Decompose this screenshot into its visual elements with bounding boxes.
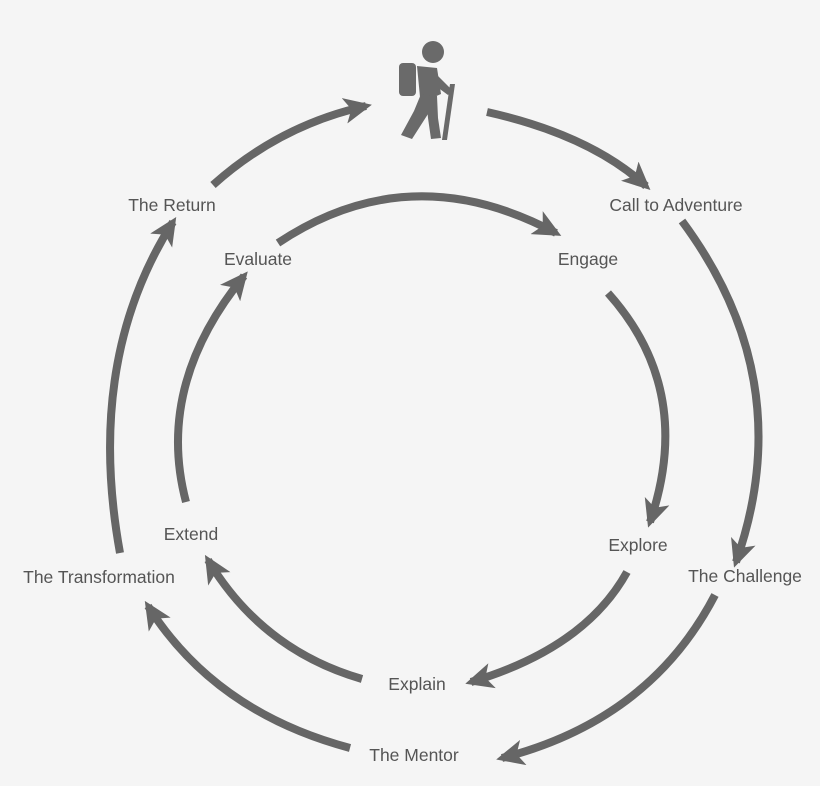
label-evaluate: Evaluate <box>224 249 292 269</box>
label-explore: Explore <box>608 535 667 555</box>
inner-cycle-labels: Engage Explore Explain Extend Evaluate <box>164 249 668 694</box>
hiker-icon <box>399 41 455 140</box>
outer-cycle-arrows <box>106 98 763 766</box>
arrow-evaluate-to-engage <box>275 192 562 247</box>
label-the-transformation: The Transformation <box>23 567 175 587</box>
arrow-explain-to-extend <box>204 554 364 683</box>
arrow-call-to-adventure-to-the-challenge <box>678 218 763 568</box>
arrow-extend-to-evaluate <box>174 271 248 504</box>
label-explain: Explain <box>388 674 445 694</box>
arrow-the-return-to-hiker <box>210 98 372 188</box>
label-call-to-adventure: Call to Adventure <box>609 195 742 215</box>
arrow-explore-to-explain <box>465 570 631 689</box>
arrow-the-challenge-to-the-mentor <box>496 593 719 766</box>
label-the-return: The Return <box>128 195 216 215</box>
arrow-the-transformation-to-the-return <box>106 216 177 554</box>
arrow-the-mentor-to-the-transformation <box>144 600 352 752</box>
arrow-hiker-to-call-to-adventure <box>486 108 651 191</box>
label-the-mentor: The Mentor <box>369 745 459 765</box>
label-extend: Extend <box>164 524 218 544</box>
label-the-challenge: The Challenge <box>688 566 802 586</box>
inner-cycle-arrows <box>174 192 670 689</box>
outer-cycle-labels: Call to Adventure The Challenge The Ment… <box>23 195 802 765</box>
label-engage: Engage <box>558 249 618 269</box>
arrow-engage-to-explore <box>605 290 670 528</box>
